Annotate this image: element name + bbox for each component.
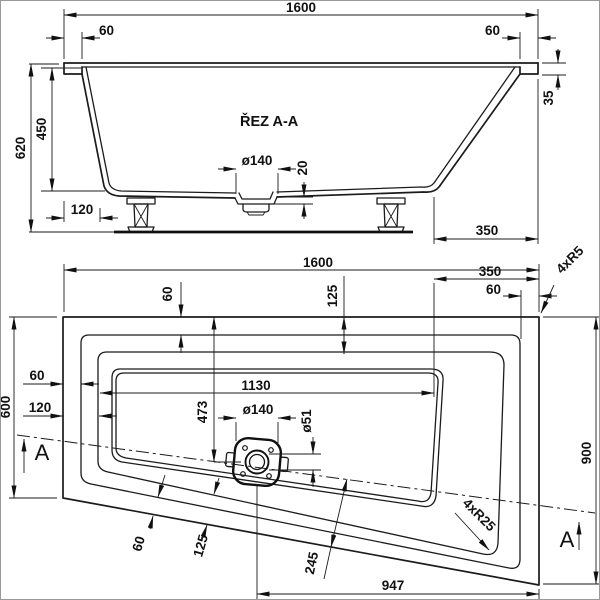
waterline-contour (97, 351, 505, 556)
sec-dim-450: 450 (34, 118, 49, 141)
section-cut-line (16, 434, 596, 514)
plan-view: 1600 350 60 4xR5 125 60 600 60 12 (1, 243, 599, 599)
sec-dim-o140: ø140 (242, 153, 273, 168)
plan-label-4xr5: 4xR5 (553, 243, 587, 277)
drain-recess-inner (238, 191, 274, 200)
sec-dim-60-left: 60 (99, 23, 114, 38)
rim-outer-contour (62, 316, 540, 586)
drain-screw (266, 473, 272, 479)
drain-screw (242, 445, 248, 451)
foot-cross (133, 203, 149, 228)
plan-dim-125-top: 125 (325, 284, 340, 307)
sec-dim-35: 35 (541, 90, 556, 106)
wall-right-inner (276, 66, 516, 193)
wall-right-outer (276, 73, 521, 198)
plan-dim-1130: 1130 (241, 378, 270, 393)
plan-dim-60-right: 60 (486, 282, 501, 297)
floor-contour-outer (111, 368, 444, 508)
sec-dim-120: 120 (71, 202, 94, 217)
plan-dim-o51: ø51 (299, 409, 314, 433)
drain-screw (240, 471, 246, 477)
sec-dim-1600: 1600 (286, 1, 316, 15)
section-marker-a-right: A (560, 527, 575, 552)
plan-dim-1600: 1600 (303, 255, 333, 270)
drain-hole (248, 453, 266, 471)
plan-label-4xr25: 4xR25 (460, 495, 499, 534)
plan-dim-60-top: 60 (160, 286, 175, 301)
plan-dim-473: 473 (195, 400, 210, 423)
foot-right (376, 197, 406, 233)
drain-screw (268, 447, 274, 453)
section-title: ŘEZ A-A (240, 112, 299, 130)
plan-dim-350: 350 (479, 264, 502, 279)
sec-dim-60-right: 60 (485, 23, 500, 38)
rim-end-right (519, 62, 539, 75)
drain-fitting-detail (246, 211, 266, 216)
section-view: 1600 60 60 35 620 450 120 ø140 (13, 1, 566, 244)
plan-dim-900: 900 (579, 442, 594, 465)
plan-dim-60-left: 60 (29, 368, 44, 383)
foot-top-plate (126, 197, 156, 205)
plan-dim-245: 245 (302, 550, 321, 576)
wall-left-inner (85, 66, 236, 194)
foot-top-plate (376, 197, 406, 205)
foot-left (126, 197, 156, 233)
rim-end-left (63, 62, 83, 75)
drain-recess-outer (234, 196, 278, 205)
floor-contour-inner (115, 372, 439, 503)
plan-dim-o140: ø140 (243, 402, 274, 417)
drain-flange (231, 436, 283, 488)
section-marker-a-left: A (35, 440, 50, 465)
plan-dim-60-bottom: 60 (129, 534, 148, 553)
plan-dim-120-left: 120 (29, 400, 52, 415)
drain-ring (244, 449, 270, 475)
sec-dim-620: 620 (13, 137, 28, 160)
plan-dim-125-bottom: 125 (190, 532, 211, 558)
foot-cross (383, 203, 399, 228)
drain-fitting (242, 203, 270, 213)
drain-plan (225, 436, 289, 488)
sec-dim-350: 350 (476, 223, 499, 238)
plan-dim-947: 947 (382, 578, 405, 593)
plan-dim-600: 600 (1, 396, 13, 419)
wall-left-outer (81, 73, 236, 199)
sec-dim-20: 20 (295, 160, 310, 175)
rim-inner-contour (80, 334, 521, 569)
